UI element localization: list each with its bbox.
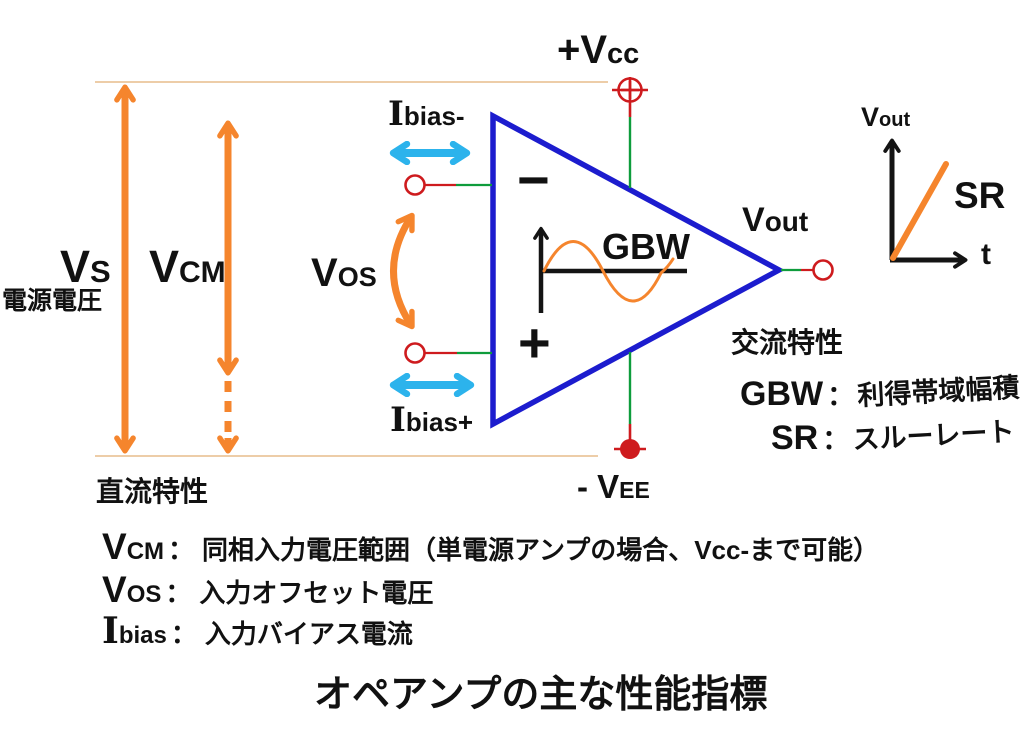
vs-label-sub: S — [90, 254, 111, 289]
output-terminal — [812, 259, 834, 281]
dc-vos-term-base: V — [102, 569, 127, 610]
non-inverting-symbol: + — [518, 311, 551, 374]
vcc-node-circle — [617, 77, 643, 103]
vos-label-base: V — [311, 251, 338, 295]
sr-y-label-base: V — [861, 102, 880, 132]
non-inverting-input-terminal — [404, 342, 426, 364]
vos-label-sub: OS — [337, 262, 377, 292]
vee-label-base: - V — [577, 468, 620, 505]
ac-item-sr: SR：スルーレート — [771, 416, 1016, 457]
vcm-label-sub: CM — [179, 256, 226, 289]
vout-label-base: V — [742, 201, 765, 239]
vs-label: VS — [60, 244, 111, 289]
inverting-input-terminal — [404, 174, 426, 196]
vee-terminal — [614, 352, 646, 459]
ac-item-gbw: GBW：利得帯域幅積 — [740, 372, 1021, 413]
vos-curved-arrow — [390, 212, 415, 330]
vcm-label: VCM — [149, 244, 226, 289]
dc-ibias-definition: 入力バイアス電流 — [204, 619, 413, 649]
ac-sr-definition: スルーレート — [851, 416, 1016, 455]
dc-vos-sep: ： — [165, 578, 192, 608]
sr-plot — [883, 138, 968, 269]
dc-vcm-sep: ： — [168, 535, 195, 565]
dc-heading: 直流特性 — [96, 476, 209, 507]
non-inverting-input — [404, 342, 492, 364]
ac-gbw-definition: 利得帯域幅積 — [856, 372, 1021, 411]
dc-ibias-term-sub: bias — [118, 622, 167, 649]
ibias-plus-sub: bias+ — [405, 407, 474, 437]
vs-caption: 電源電圧 — [2, 287, 103, 315]
page-title: オペアンプの主な性能指標 — [314, 674, 768, 716]
sr-x-axis-label: t — [981, 238, 991, 271]
output — [781, 259, 834, 281]
dc-vcm-term-sub: CM — [126, 538, 165, 565]
vos-label: VOS — [311, 253, 377, 293]
sr-curve-label: SR — [954, 175, 1006, 216]
ac-sr-term: SR — [771, 419, 819, 457]
vout-label: Vout — [742, 203, 808, 237]
ac-heading: 交流特性 — [731, 327, 844, 358]
vee-label-sub: EE — [619, 477, 650, 503]
sr-y-label-sub: out — [879, 109, 911, 131]
sr-slope-line — [890, 161, 949, 261]
gbw-sine-wave — [542, 240, 675, 303]
ibias-minus-base: I — [388, 94, 404, 134]
ibias-plus-label: Ibias+ — [390, 403, 473, 437]
dc-ibias-term-base: I — [102, 610, 119, 652]
gbw-plot-label: GBW — [602, 226, 690, 267]
inverting-symbol: − — [517, 148, 550, 211]
vs-label-base: V — [60, 241, 91, 292]
ibias-minus-sub: bias- — [403, 101, 465, 131]
inverting-input — [404, 174, 492, 196]
vee-label: - VEE — [577, 470, 650, 503]
dc-ibias-sep: ： — [170, 619, 197, 649]
dc-vcm-definition: 同相入力電圧範囲（単電源アンプの場合、Vcc-まで可能） — [202, 535, 880, 565]
dc-vos-definition: 入力オフセット電圧 — [199, 578, 434, 608]
ac-sr-sep: ： — [822, 425, 850, 455]
ibias-plus-base: I — [390, 400, 406, 440]
dc-vcm-term-base: V — [102, 526, 127, 567]
gbw-mini-plot — [533, 226, 687, 313]
vcc-label: +Vcc — [557, 30, 639, 70]
ac-gbw-sep: ： — [827, 381, 855, 411]
dc-vos-term-sub: OS — [126, 581, 162, 608]
vee-node-dot — [620, 439, 640, 459]
vcm-label-base: V — [149, 241, 180, 292]
vcc-label-sub: cc — [607, 38, 640, 70]
vcc-label-base: +V — [557, 28, 608, 72]
vcc-terminal — [612, 77, 648, 188]
vout-label-sub: out — [764, 206, 809, 237]
sr-y-axis-label: Vout — [861, 104, 910, 131]
ibias-minus-label: Ibias- — [388, 97, 465, 131]
ac-gbw-term: GBW — [740, 375, 824, 413]
